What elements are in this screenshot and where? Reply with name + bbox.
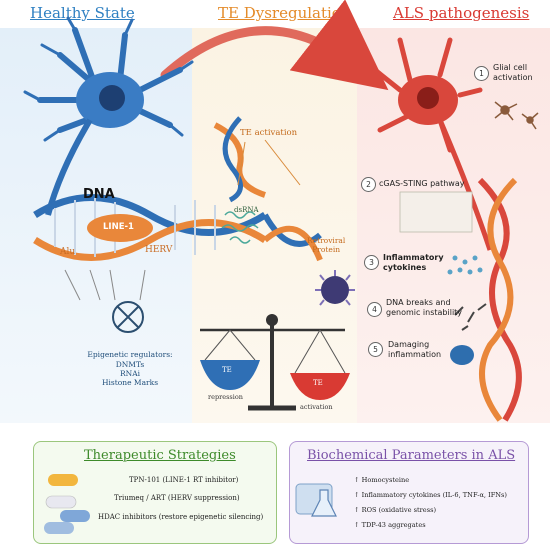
als-neuron-icon bbox=[372, 37, 493, 251]
te-activation-label: TE activation bbox=[240, 128, 298, 138]
inflammation-icon bbox=[450, 345, 474, 365]
retroviral-arrow bbox=[264, 139, 301, 186]
lab-flask-icon bbox=[295, 483, 337, 517]
step-2-line1: cGAS-STING pathway bbox=[379, 179, 465, 188]
biochemical-parameters-box: Biochemical Parameters in ALS ↑ Homocyst… bbox=[289, 441, 529, 544]
biochemical-title: Biochemical Parameters in ALS bbox=[307, 448, 516, 463]
glial-cell-icon bbox=[494, 101, 539, 130]
step-1-text: Glial cell activation bbox=[493, 63, 533, 83]
retroviral-label-line1: Retroviral bbox=[307, 236, 346, 245]
epigenetic-regulators-title: Epigenetic regulators: bbox=[87, 350, 173, 359]
progression-arrow bbox=[160, 0, 389, 91]
epigenetic-icon bbox=[112, 301, 144, 333]
bio-item-homocysteine: ↑ Homocysteine bbox=[354, 476, 410, 484]
bio-item-tdp43: ↑ TDP-43 aggregates bbox=[354, 521, 426, 529]
cytokines-icon bbox=[447, 255, 483, 275]
step-1-line1: Glial cell bbox=[493, 63, 528, 72]
header-als-pathogenesis: ALS pathogenesis bbox=[393, 4, 530, 22]
step-4-badge: 4 bbox=[367, 302, 382, 317]
header-healthy-state: Healthy State bbox=[30, 4, 135, 22]
healthy-neuron-icon bbox=[23, 16, 194, 216]
step-3-line1: Inflammatory bbox=[383, 253, 444, 262]
therapy-item-tpn101: TPN-101 (LINE-1 RT inhibitor) bbox=[129, 476, 239, 484]
step-2-text: cGAS-STING pathway bbox=[379, 179, 464, 189]
retroviral-protein-label: Retroviral Protein bbox=[307, 236, 345, 254]
step-4-text: DNA breaks and genomic instability bbox=[386, 298, 462, 318]
step-1-line2: activation bbox=[493, 73, 533, 82]
pills-icon bbox=[44, 474, 90, 534]
step-1-badge: 1 bbox=[474, 66, 489, 81]
regulation-lines bbox=[64, 269, 146, 301]
step-5-line2: inflammation bbox=[388, 350, 442, 359]
dsrna-icon bbox=[221, 211, 259, 244]
scale-left-te: TE bbox=[222, 366, 232, 374]
step-4-line2: genomic instability bbox=[386, 308, 463, 317]
als-dna-icon bbox=[477, 177, 522, 422]
dna-breaks-icon bbox=[454, 303, 487, 331]
step-3-line2: cytokines bbox=[383, 263, 427, 272]
illustration bbox=[23, 0, 539, 422]
dsrna-arrow bbox=[237, 141, 246, 186]
scale-left-caption: repression bbox=[208, 393, 243, 401]
dna-label: DNA bbox=[83, 187, 115, 202]
bio-item-ros: ↑ ROS (oxidative stress) bbox=[354, 506, 437, 514]
step-5-badge: 5 bbox=[368, 342, 383, 357]
step-2-badge: 2 bbox=[361, 177, 376, 192]
retroviral-protein-icon bbox=[315, 270, 355, 306]
dsrna-label: dsRNA bbox=[234, 206, 259, 214]
therapeutic-title: Therapeutic Strategies bbox=[84, 448, 236, 463]
epi-item-histone: Histone Marks bbox=[101, 378, 159, 387]
epi-item-rnai: RNAi bbox=[119, 369, 141, 378]
step-5-text: Damaging inflammation bbox=[388, 340, 441, 360]
scale-right-caption: activation bbox=[300, 403, 333, 411]
step-5-line1: Damaging bbox=[388, 340, 430, 349]
line1-oval bbox=[87, 214, 153, 242]
te-dna-helix-icon bbox=[213, 116, 323, 262]
therapeutic-strategies-box: Therapeutic Strategies TPN-101 (LINE-1 R… bbox=[33, 441, 277, 544]
scale-right-te: TE bbox=[313, 379, 323, 387]
step-4-line1: DNA breaks and bbox=[386, 298, 451, 307]
line1-label: LINE-1 bbox=[103, 222, 134, 232]
herv-label: HERV bbox=[145, 245, 173, 255]
therapy-item-triumeq: Triumeq / ART (HERV suppression) bbox=[114, 494, 240, 502]
cgas-sting-diagram bbox=[399, 191, 473, 233]
epi-item-dnmts: DNMTs bbox=[115, 360, 145, 369]
epigenetic-regulators-list: DNMTs RNAi Histone Marks bbox=[75, 360, 185, 387]
alu-label: Alu bbox=[60, 247, 76, 257]
step-3-badge: 3 bbox=[364, 255, 379, 270]
balance-scale-icon bbox=[200, 314, 350, 411]
bio-item-cytokines: ↑ Inflammatory cytokines (IL-6, TNF-α, I… bbox=[354, 491, 507, 499]
retroviral-label-line2: Protein bbox=[312, 245, 341, 254]
therapy-item-hdac: HDAC inhibitors (restore epigenetic sile… bbox=[98, 513, 264, 521]
step-3-text: Inflammatory cytokines bbox=[383, 253, 444, 273]
